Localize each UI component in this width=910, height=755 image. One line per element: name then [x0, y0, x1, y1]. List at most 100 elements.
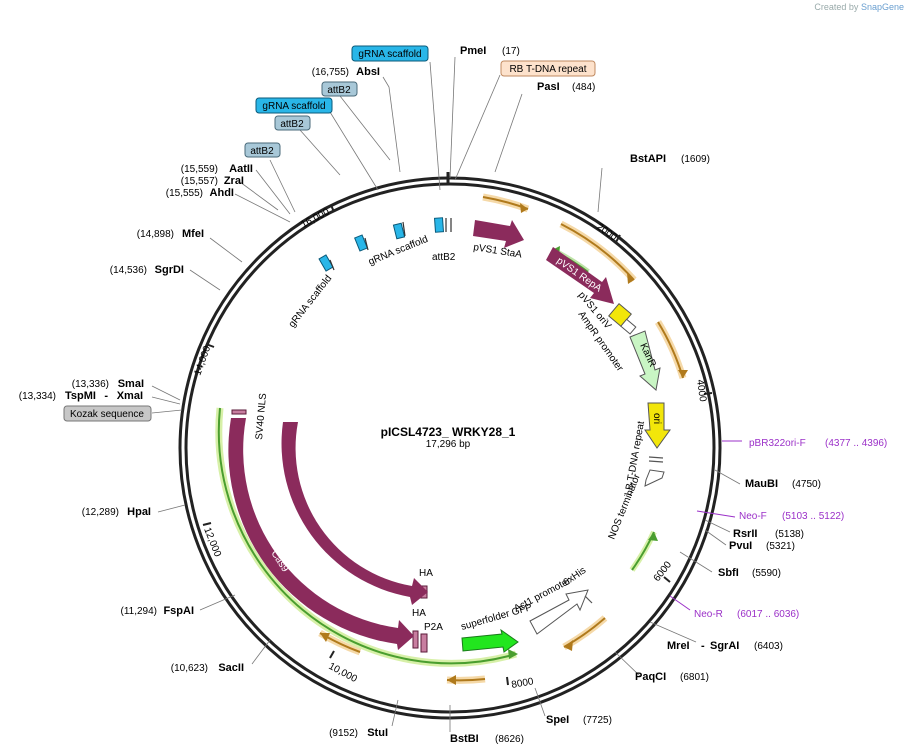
- orf-arrow-6: [320, 633, 330, 642]
- lb-repeat-mark-2: [648, 460, 664, 463]
- grna-feature-b: [354, 234, 368, 252]
- grna-label-b: gRNA scaffold: [367, 234, 430, 268]
- box-attb2-b-label: attB2: [280, 119, 304, 130]
- enzyme-sacii-pos: (10,623): [171, 663, 208, 674]
- tick-label-8000: 8000: [511, 676, 535, 691]
- enzyme-stui[interactable]: StuI: [367, 727, 388, 739]
- tick-label-10000: 10,000: [327, 661, 360, 685]
- snapgene-logo: SnapGene: [860, 2, 904, 12]
- kanr-arrow: [629, 330, 661, 391]
- enzyme-sgrai[interactable]: SgrAI: [710, 640, 739, 652]
- attb2-label: attB2: [432, 252, 456, 263]
- enzyme-stui-pos: (9152): [329, 728, 358, 739]
- tick-16000: 16,000: [299, 204, 335, 231]
- enzyme-hpai-pos: (12,289): [82, 507, 119, 518]
- orf-arc-2-line: [560, 223, 635, 281]
- orf-arrow-5: [447, 675, 456, 685]
- ori-label: ori: [651, 413, 662, 424]
- enzyme-mrei[interactable]: MreI: [667, 640, 690, 652]
- ha-label-2: HA: [412, 608, 426, 619]
- enzyme-absi[interactable]: AbsI: [356, 66, 380, 78]
- enzyme-spei[interactable]: SpeI: [546, 714, 569, 726]
- box-grna-2[interactable]: gRNA scaffold: [255, 97, 333, 114]
- enzyme-sgrdi[interactable]: SgrDI: [155, 264, 184, 276]
- primer-neo-r[interactable]: Neo-R: [694, 609, 723, 620]
- enzyme-sbfi-pos: (5590): [752, 568, 781, 579]
- enzyme-maubi[interactable]: MauBI: [745, 478, 778, 490]
- enzyme-mfei[interactable]: MfeI: [182, 228, 204, 240]
- act1-promoter-arrow: [529, 589, 589, 635]
- sv40-nls-box: [231, 409, 247, 415]
- enzyme-zrai[interactable]: ZraI: [224, 175, 244, 187]
- orf-arrow-2: [627, 273, 634, 284]
- orf-track: [215, 193, 687, 684]
- box-kozak[interactable]: Kozak sequence: [63, 405, 152, 422]
- enzyme-fspai-pos: (11,294): [120, 606, 157, 617]
- superfolder-gfp-label: superfolder GFP: [460, 602, 534, 633]
- box-grna-2-label: gRNA scaffold: [262, 101, 325, 112]
- primer-pbr322ori-f[interactable]: pBR322ori-F: [749, 438, 806, 449]
- enzyme-absi-pos: (16,755): [312, 67, 349, 78]
- tick-label-6000: 6000: [652, 559, 675, 584]
- primer-neo-f[interactable]: Neo-F: [739, 511, 767, 522]
- box-attb2-a[interactable]: attB2: [321, 81, 358, 97]
- enzyme-bstapi-pos: (1609): [681, 154, 710, 165]
- box-rb-repeat-label: RB T-DNA repeat: [509, 64, 586, 75]
- enzyme-smai-pos: (13,336): [72, 379, 109, 390]
- tick-label-4000: 4000: [694, 379, 708, 403]
- cas9-inner-arrow: [281, 422, 428, 605]
- box-grna-1[interactable]: gRNA scaffold: [351, 45, 429, 62]
- orf-green-long-line: [217, 407, 517, 665]
- attb-ticks: [329, 218, 452, 271]
- orf-arrow-3: [678, 370, 688, 378]
- enzyme-paqci[interactable]: PaqCI: [635, 671, 666, 683]
- lb-repeat-mark-1: [648, 456, 664, 459]
- enzyme-bstbi[interactable]: BstBI: [450, 733, 479, 745]
- enzyme-aatii[interactable]: AatII: [229, 163, 253, 175]
- enzyme-pasi[interactable]: PasI: [537, 81, 560, 93]
- tick-10000: 10,000: [327, 650, 360, 685]
- enzyme-smai[interactable]: SmaI: [118, 378, 144, 390]
- enzyme-rsrii[interactable]: RsrII: [733, 528, 757, 540]
- enzyme-xmai[interactable]: XmaI: [117, 390, 143, 402]
- enzyme-pvui[interactable]: PvuI: [729, 540, 752, 552]
- box-rb-repeat[interactable]: RB T-DNA repeat: [500, 60, 596, 77]
- box-attb2-b[interactable]: attB2: [274, 115, 311, 131]
- pvs1-staa-arrow: [473, 220, 524, 248]
- his-tag-label: 6xHis: [561, 565, 588, 588]
- enzyme-ahdi-pos: (15,555): [166, 188, 203, 199]
- enzyme-pvui-pos: (5321): [766, 541, 795, 552]
- box-attb2-c[interactable]: attB2: [244, 142, 281, 158]
- orf-arrow-green-long: [508, 649, 518, 659]
- cas9-outer-arrow: [228, 418, 414, 650]
- enzyme-tspmi[interactable]: TspMI: [65, 390, 96, 402]
- ha-tag-2: [412, 630, 419, 649]
- tick-8000: 8000: [506, 676, 535, 691]
- enzyme-zrai-pos: (15,557): [181, 176, 218, 187]
- ori-arrow: [644, 402, 671, 449]
- enzyme-hpai[interactable]: HpaI: [127, 506, 151, 518]
- enzyme-spei-pos: (7725): [583, 715, 612, 726]
- enzyme-pmei[interactable]: PmeI: [460, 45, 486, 57]
- box-attb2-a-label: attB2: [327, 85, 351, 96]
- grna-feature-a: [318, 254, 334, 272]
- leader-lines: [151, 56, 741, 732]
- enzyme-sbfi[interactable]: SbfI: [718, 567, 739, 579]
- enzyme-rsrii-pos: (5138): [775, 529, 804, 540]
- enzyme-ahdi[interactable]: AhdI: [210, 187, 234, 199]
- pvs1-staa-label: pVS1 StaA: [473, 242, 523, 261]
- enzyme-maubi-pos: (4750): [792, 479, 821, 490]
- p2a-label: P2A: [424, 622, 443, 633]
- nos-terminator-arrow: [644, 469, 665, 487]
- enzyme-aatii-pos: (15,559): [181, 164, 218, 175]
- enzyme-fspai[interactable]: FspAI: [163, 605, 194, 617]
- tick-2000: 2000: [594, 222, 621, 244]
- enzyme-sacii[interactable]: SacII: [218, 662, 244, 674]
- enzyme-mfei-pos: (14,898): [137, 229, 174, 240]
- tick-4000: 4000: [694, 379, 713, 403]
- tick-6000: 6000: [652, 559, 675, 584]
- enzyme-bstapi[interactable]: BstAPI: [630, 153, 666, 165]
- tick-label-16000: 16,000: [299, 206, 332, 230]
- box-grna-1-label: gRNA scaffold: [358, 49, 421, 60]
- orf-arrow-4: [564, 640, 573, 651]
